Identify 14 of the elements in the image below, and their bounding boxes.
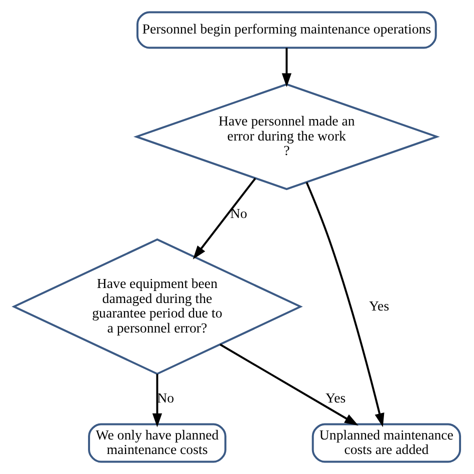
arrow — [306, 182, 384, 428]
edge-label: No — [230, 206, 248, 221]
edge-label: Yes — [368, 298, 390, 314]
node-box: We only have planned maintenance costs — [88, 423, 226, 463]
edge-label: No — [157, 390, 174, 406]
arrow — [220, 344, 358, 426]
arrow — [152, 374, 162, 428]
edge-label: Yes — [325, 390, 346, 406]
node-diamond: Have equipment been damaged during the guarantee period due to a personnel error? — [12, 238, 303, 375]
arrow — [282, 48, 292, 88]
node-box: Personnel begin performing maintenance operations — [136, 11, 437, 49]
arrow — [192, 178, 256, 260]
node-diamond: Have personnel made an error during the work ? — [133, 83, 440, 190]
node-box: Unplanned maintenance costs are added — [312, 423, 462, 463]
